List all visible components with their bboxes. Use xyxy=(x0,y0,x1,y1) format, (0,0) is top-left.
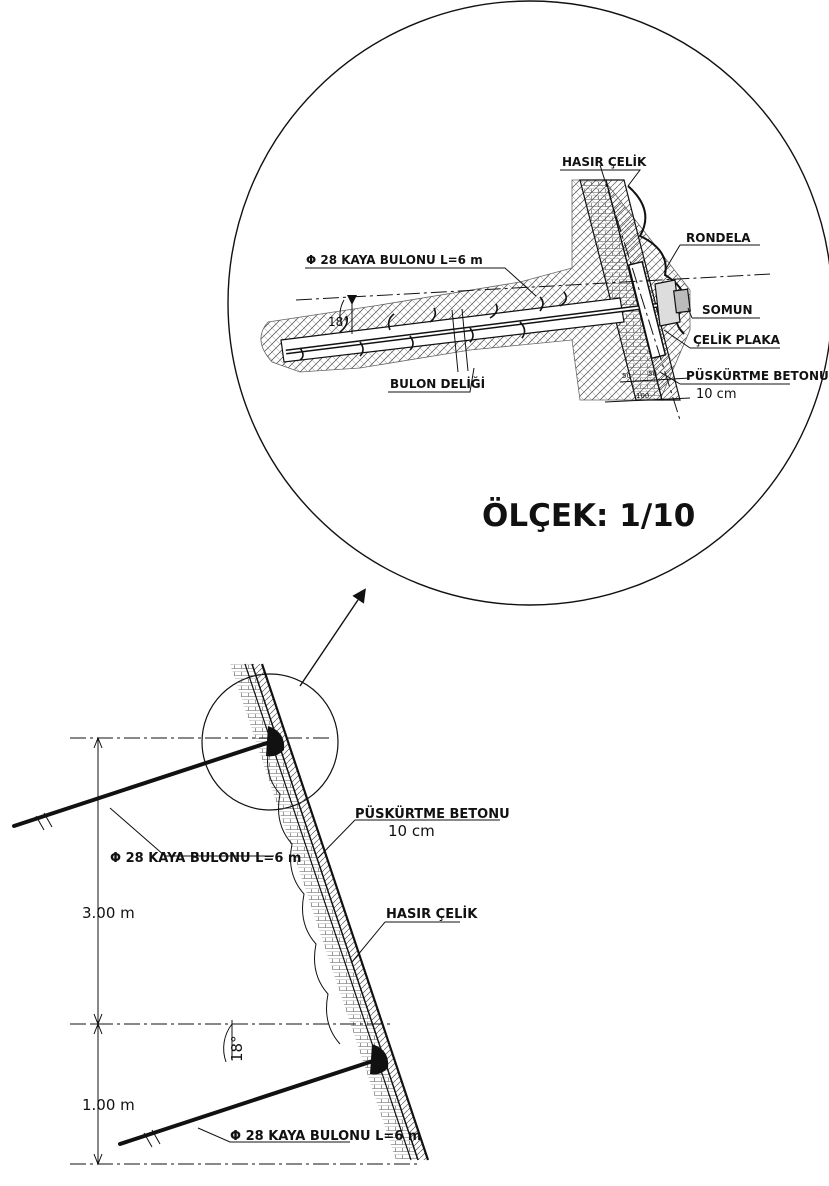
plate-dimensions xyxy=(604,377,691,403)
detail-shotcrete-thickness: 10 cm xyxy=(696,387,737,402)
detail-callout-arrow xyxy=(299,588,366,687)
detail-view: HASIR ÇELİK RONDELA Φ 28 KAYA BULONU L=6… xyxy=(227,0,829,606)
spacing-dimension xyxy=(92,736,104,1166)
detail-plate-label: ÇELİK PLAKA xyxy=(693,332,781,347)
detail-hole-label: BULON DELİĞİ xyxy=(390,376,485,391)
detail-angle-label: 18° xyxy=(328,315,349,329)
section-spacing-label: 3.00 m xyxy=(82,904,135,922)
detail-dim-b: 50 xyxy=(648,370,657,378)
section-bolt-bottom xyxy=(118,1056,384,1146)
section-shotcrete-label: PÜSKÜRTME BETONU xyxy=(355,806,510,822)
section-plate-top xyxy=(266,726,285,757)
shotcrete-layer xyxy=(252,664,428,1160)
section-bottom-spacing-label: 1.00 m xyxy=(82,1096,135,1114)
detail-washer-label: RONDELA xyxy=(686,231,751,245)
detail-bolt-label: Φ 28 KAYA BULONU L=6 m xyxy=(306,253,483,267)
section-view: Φ 28 KAYA BULONU L=6 m PÜSKÜRTME BETONU … xyxy=(12,663,510,1166)
detail-dim-c: 100 xyxy=(636,392,649,400)
detail-shotcrete-label: PÜSKÜRTME BETONU xyxy=(686,368,829,383)
section-shotcrete-thickness: 10 cm xyxy=(388,822,435,840)
section-wire-mesh xyxy=(267,743,341,1045)
section-plate-bottom xyxy=(370,1044,389,1075)
nut xyxy=(673,288,691,314)
section-angle-label: 18° xyxy=(228,1035,246,1062)
section-mesh-label: HASIR ÇELİK xyxy=(386,906,478,922)
detail-nut-label: SOMUN xyxy=(702,303,753,317)
section-leaders xyxy=(109,807,500,1143)
break-symbol xyxy=(451,308,469,373)
detail-leaders xyxy=(305,169,790,393)
detail-dim-a: 50 xyxy=(622,372,631,380)
section-bolt-top xyxy=(12,738,278,828)
detail-mesh-label: HASIR ÇELİK xyxy=(562,154,647,169)
rock-face xyxy=(230,664,418,1160)
section-bolt-label-bottom: Φ 28 KAYA BULONU L=6 m xyxy=(230,1129,421,1144)
grout-ribs xyxy=(299,291,568,361)
section-bolt-label-top: Φ 28 KAYA BULONU L=6 m xyxy=(110,851,301,866)
detail-callout-circle xyxy=(201,673,339,811)
steel-plate xyxy=(627,260,667,360)
detail-scale-label: ÖLÇEK: 1/10 xyxy=(482,497,695,534)
